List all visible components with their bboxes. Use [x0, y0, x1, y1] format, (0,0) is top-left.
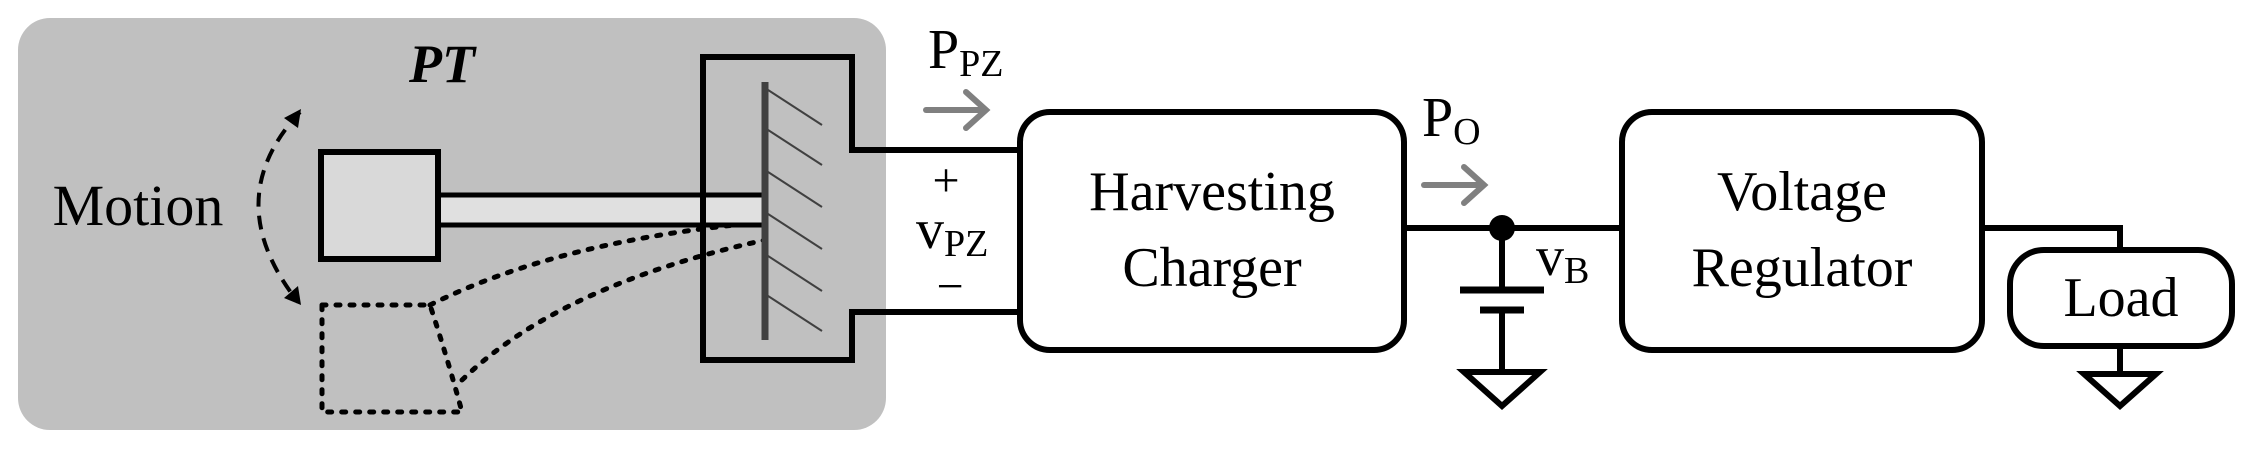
load-label: Load [2063, 267, 2178, 329]
motion-arrowhead-bottom [284, 286, 301, 305]
v-b-label: vB [1536, 226, 1589, 292]
displaced-beam-outline-lower [459, 237, 768, 383]
ground-symbol-load [2076, 371, 2164, 411]
p-pz-label: PPZ [928, 19, 1004, 85]
voltage-regulator-block [1619, 109, 1985, 353]
clamp-frame [700, 54, 855, 363]
p-o-arrow [1421, 164, 1489, 206]
harvesting-charger-label-line2: Charger [1122, 237, 1302, 299]
voltage-regulator-label-line2: Regulator [1692, 237, 1913, 299]
harvesting-charger-block [1017, 109, 1407, 353]
voltage-regulator-label-line1: Voltage [1717, 161, 1887, 223]
motion-arrowhead-top [284, 109, 301, 128]
v-pz-label: vPZ [916, 199, 988, 265]
v-pz-plus: + [932, 154, 959, 207]
p-pz-arrow [923, 89, 991, 131]
ground-symbol-battery [1456, 369, 1548, 411]
pt-label: PT [408, 34, 477, 94]
cantilever-beam [435, 192, 768, 228]
wall-hatching [764, 87, 823, 332]
proof-mass [318, 149, 441, 262]
harvesting-charger-label-line1: Harvesting [1089, 161, 1335, 223]
motion-arrow [256, 110, 302, 304]
v-pz-minus: − [936, 260, 963, 313]
wire-regulator-to-load [1979, 225, 2123, 253]
motion-label: Motion [53, 173, 224, 238]
p-o-label: PO [1422, 87, 1481, 153]
displaced-mass-outline [319, 302, 466, 415]
displaced-beam-outline-upper [427, 219, 768, 308]
